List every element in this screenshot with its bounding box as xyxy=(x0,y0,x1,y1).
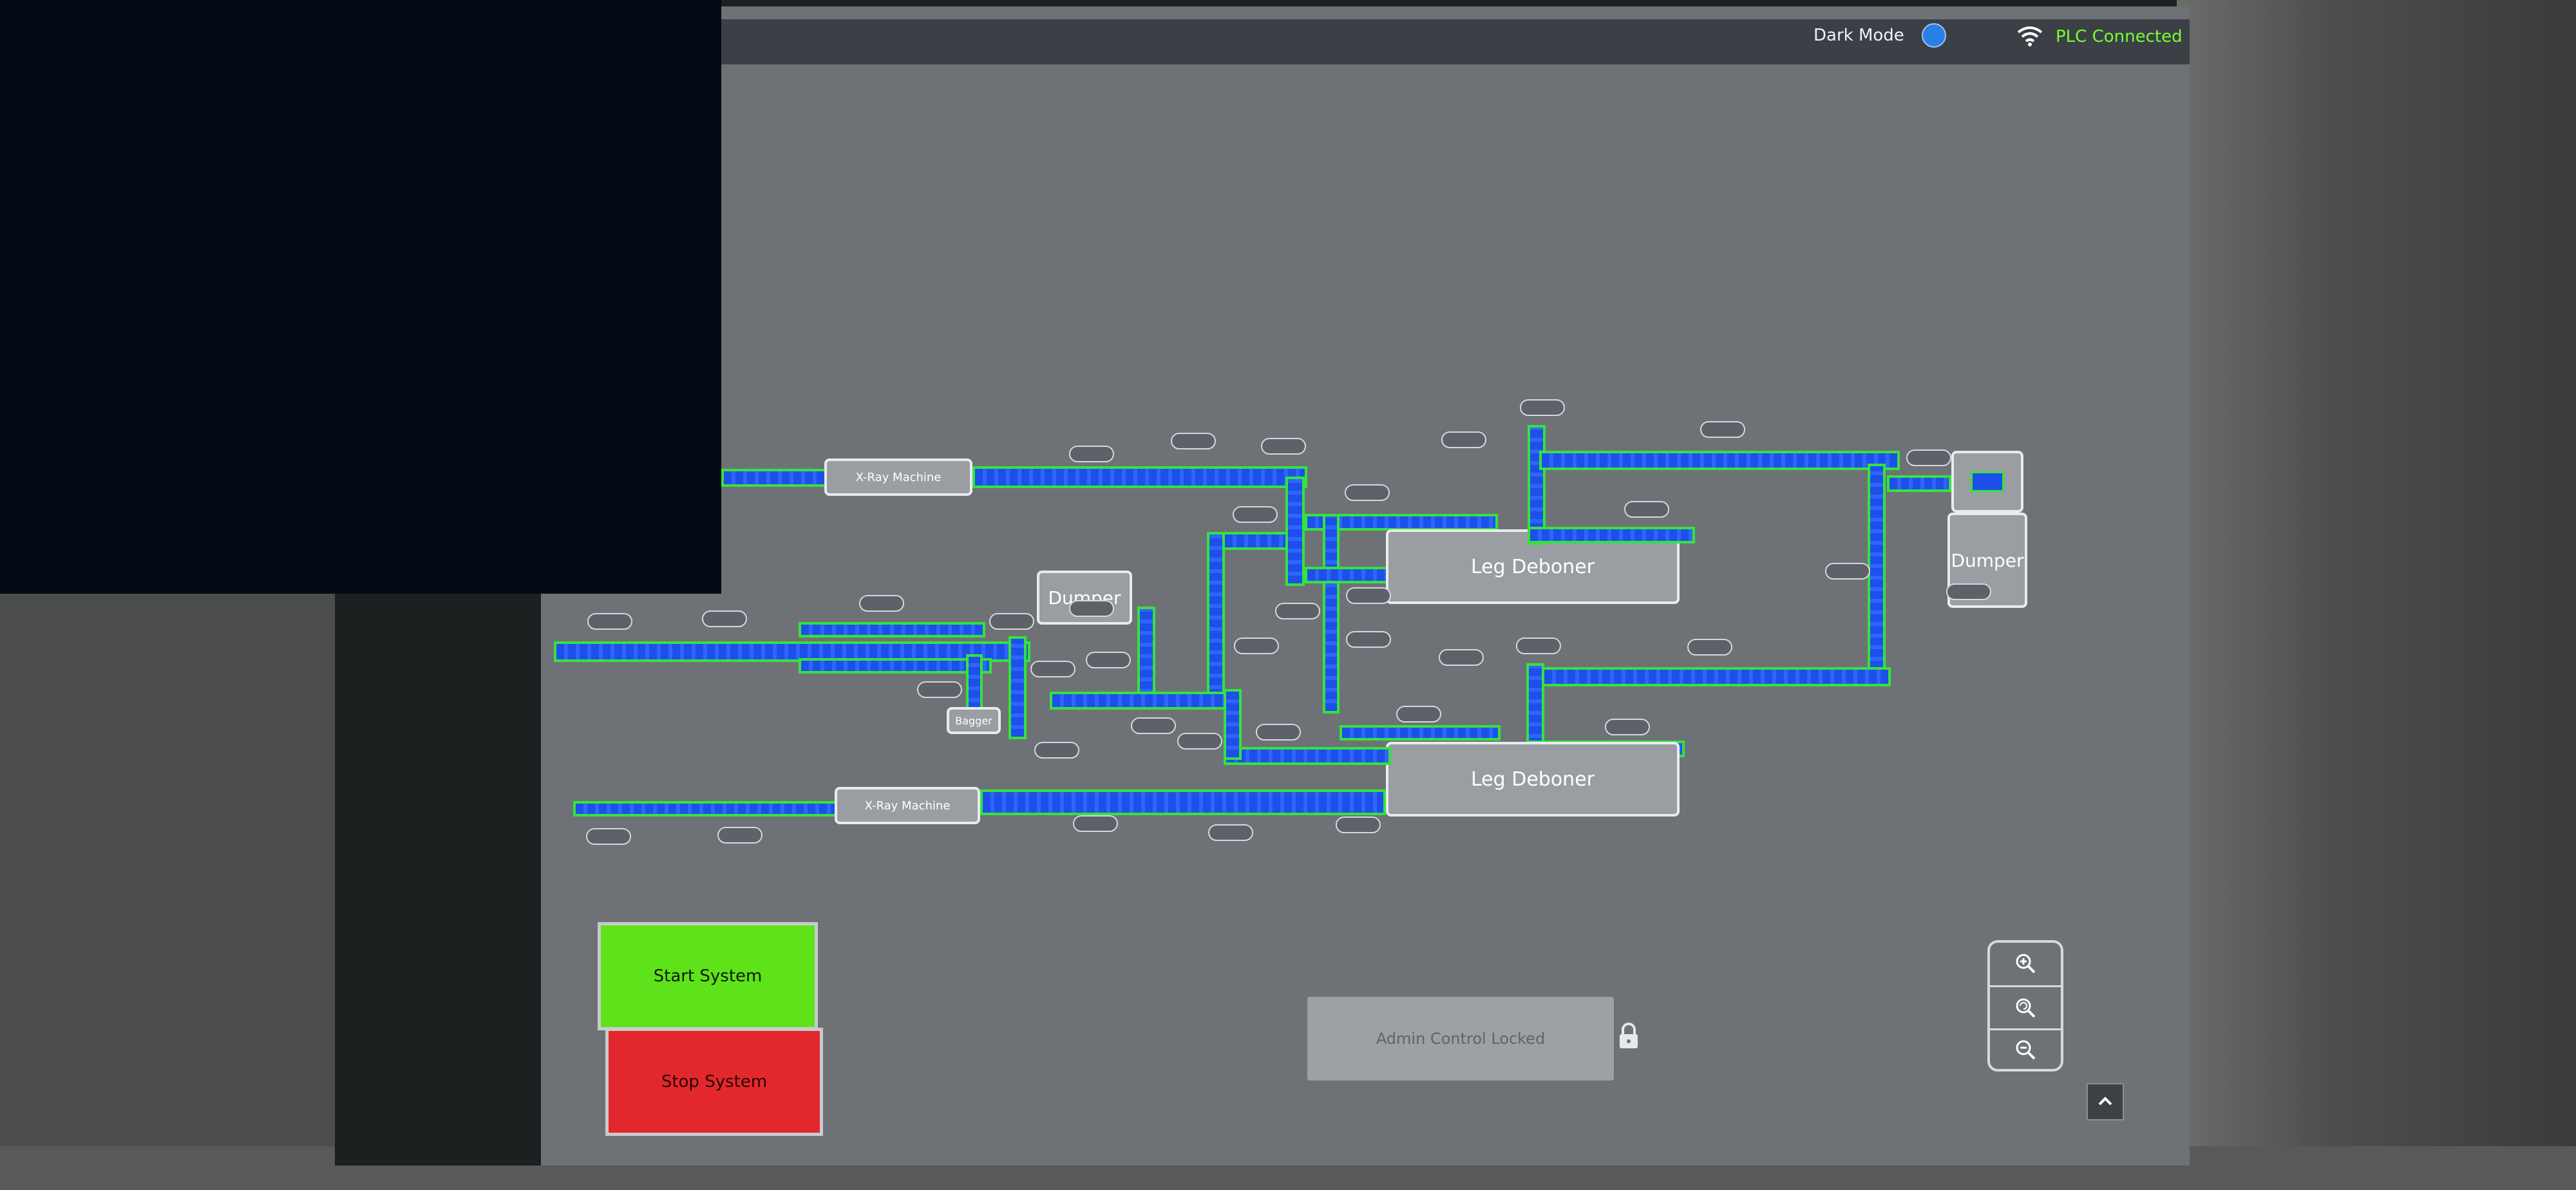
conveyor xyxy=(1305,567,1388,583)
conveyor-tag xyxy=(1346,631,1391,648)
zoom-reset-icon[interactable] xyxy=(1990,985,2061,1030)
conveyor xyxy=(1887,475,1951,492)
conveyor xyxy=(1137,607,1155,703)
monitor-bezel-right xyxy=(2164,0,2576,1190)
conveyor-tag xyxy=(702,610,747,627)
monitor-bezel-left xyxy=(0,592,335,1190)
conveyor-tag xyxy=(1177,733,1222,750)
wifi-icon xyxy=(2017,26,2043,46)
conveyor-tag xyxy=(1336,817,1381,833)
conveyor xyxy=(1340,725,1501,741)
dumper-chute-right xyxy=(1951,451,2023,513)
conveyor-tag xyxy=(1131,717,1176,734)
conveyor xyxy=(1539,451,1900,470)
conveyor-tag xyxy=(1345,484,1390,501)
conveyor xyxy=(980,789,1386,815)
conveyor-tag xyxy=(1208,824,1253,841)
conveyor-tag xyxy=(1086,652,1131,668)
conveyor-tag xyxy=(989,613,1034,630)
conveyor xyxy=(1224,689,1242,760)
conveyor-tag xyxy=(1275,603,1320,619)
conveyor xyxy=(1528,527,1695,543)
conveyor-tag xyxy=(1073,815,1118,832)
conveyor-tag xyxy=(1069,600,1114,617)
dark-mode-label: Dark Mode xyxy=(1814,26,1904,45)
conveyor-tag xyxy=(1441,431,1486,448)
conveyor-tag xyxy=(1439,649,1484,666)
conveyor-tag xyxy=(1516,638,1561,654)
conveyor xyxy=(1868,464,1886,683)
top-bar xyxy=(708,19,2190,64)
conveyor-tag xyxy=(1700,421,1745,438)
conveyor xyxy=(1224,747,1391,765)
start-system-button[interactable]: Start System xyxy=(598,922,818,1030)
conveyor-tag xyxy=(587,613,632,630)
conveyor-tag xyxy=(859,595,904,612)
admin-control-button[interactable]: Admin Control Locked xyxy=(1307,997,1614,1081)
conveyor xyxy=(1530,667,1891,686)
leg-deboner-bottom[interactable]: Leg Deboner xyxy=(1386,742,1680,817)
conveyor-tag xyxy=(586,828,631,845)
conveyor xyxy=(1285,477,1305,586)
conveyor-tag xyxy=(1034,742,1079,759)
conveyor xyxy=(966,654,983,712)
xray-machine-bottom[interactable]: X-Ray Machine xyxy=(835,787,980,824)
conveyor-tag xyxy=(1346,587,1391,604)
chevron-up-icon[interactable] xyxy=(2087,1083,2124,1120)
conveyor-tag xyxy=(1520,399,1565,416)
conveyor-tag xyxy=(1069,446,1114,462)
dumper-right-label: Dumper xyxy=(1951,549,2024,571)
zoom-in-icon[interactable] xyxy=(1990,943,2061,984)
xray-machine-top[interactable]: X-Ray Machine xyxy=(824,458,972,496)
conveyor xyxy=(972,466,1307,488)
conveyor xyxy=(721,469,831,487)
lock-icon xyxy=(1620,1023,1638,1048)
conveyor-tag xyxy=(1256,724,1301,741)
zoom-out-icon[interactable] xyxy=(1990,1029,2061,1070)
conveyor xyxy=(799,658,992,674)
zoom-controls xyxy=(1987,940,2063,1072)
conveyor-tag xyxy=(1030,661,1075,677)
redacted-overlay xyxy=(0,0,721,594)
conveyor-tag xyxy=(917,681,962,698)
conveyor-tag xyxy=(1234,638,1279,654)
dark-mode-toggle[interactable] xyxy=(1922,23,1946,48)
bagger[interactable]: Bagger xyxy=(947,707,1001,734)
conveyor-tag xyxy=(1261,438,1306,455)
conveyor-tag xyxy=(1906,449,1951,466)
conveyor xyxy=(1207,532,1225,699)
stop-system-button[interactable]: Stop System xyxy=(605,1028,823,1136)
conveyor-tag xyxy=(717,827,762,844)
conveyor xyxy=(799,622,985,638)
conveyor-tag xyxy=(1624,501,1669,518)
conveyor xyxy=(1050,692,1230,710)
plc-status: PLC Connected xyxy=(2056,27,2183,46)
conveyor xyxy=(1009,636,1027,739)
conveyor-tag xyxy=(1605,719,1650,735)
conveyor-tag xyxy=(1396,706,1441,722)
conveyor xyxy=(1528,425,1546,545)
conveyor-tag xyxy=(1946,583,1991,600)
conveyor-tag xyxy=(1687,639,1732,656)
conveyor-tag xyxy=(1171,433,1216,449)
conveyor xyxy=(1323,514,1340,713)
conveyor-tag xyxy=(1825,563,1870,580)
conveyor xyxy=(573,801,837,817)
conveyor-tag xyxy=(1233,506,1278,523)
